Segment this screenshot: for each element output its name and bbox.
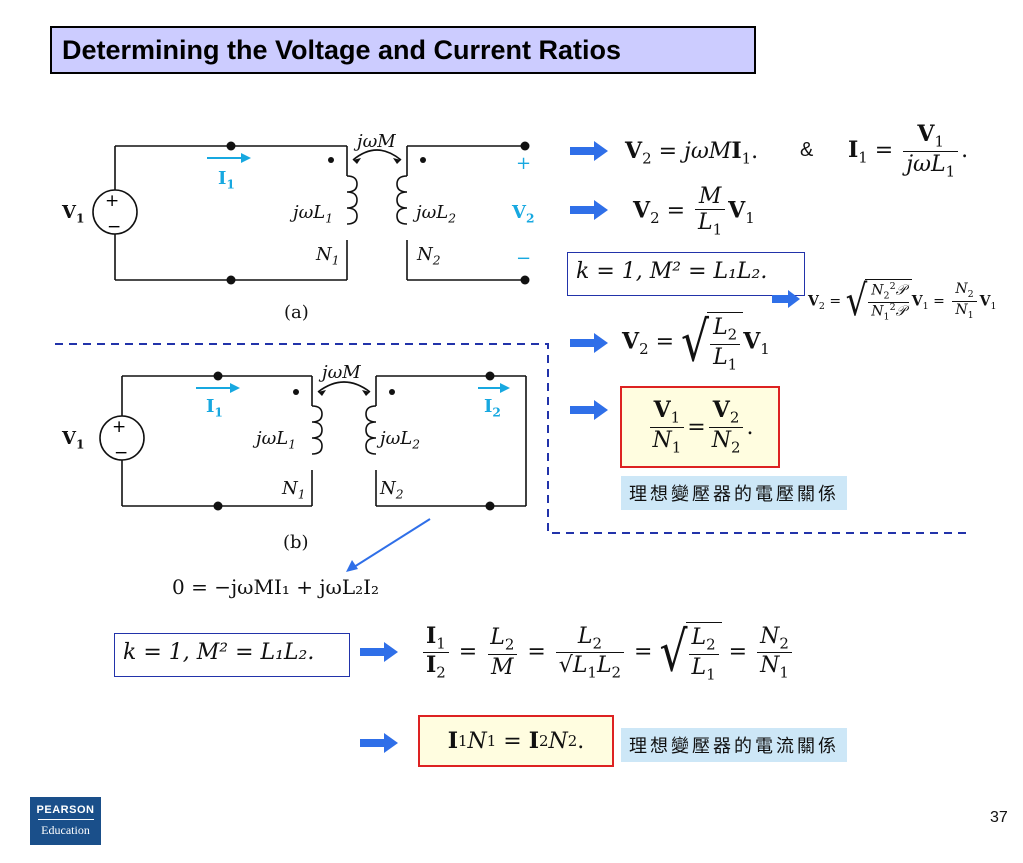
circuit-a-minus-sign: − [516, 248, 532, 269]
circuit-b-caption: (b) [283, 532, 309, 553]
coupling-condition-box: k = 1, M² = L₁L₂. [567, 252, 805, 296]
arrow-icon [360, 733, 398, 753]
pearson-logo: PEARSON Education [30, 797, 101, 845]
circuit-b-current1-label: I1 [206, 396, 223, 420]
slide-title: Determining the Voltage and Current Rati… [62, 34, 622, 65]
circuit-a-inductor2-label: jωL2 [416, 202, 457, 226]
circuit-b-mutual-label: jωM [322, 362, 361, 383]
kvl-equation-b: 0 = −jωMI₁ + jωL₂I₂ [172, 575, 380, 599]
coupling-condition-text: k = 1, M² = L₁L₂. [576, 259, 768, 284]
svg-text:−: − [114, 443, 128, 463]
logo-line2: Education [41, 823, 90, 837]
svg-text:+: + [112, 417, 126, 437]
circuit-a-diagram: + − [92, 141, 530, 285]
coupling-condition-box-2: k = 1, M² = L₁L₂. [114, 633, 350, 677]
circuit-b-inductor2-label: jωL2 [380, 428, 421, 452]
circuit-b-diagram: + − [99, 371, 527, 511]
circuit-a-source-label: V1 [62, 202, 85, 226]
circuit-a-output-voltage: V2 [512, 202, 535, 226]
circuit-a-plus-sign: + [516, 153, 532, 174]
circuit-b-inductor1-label: jωL1 [256, 428, 297, 452]
circuit-a-current-label: I1 [218, 168, 235, 192]
circuit-a-turns2-label: N2 [417, 244, 441, 268]
coupling-condition-text-2: k = 1, M² = L₁L₂. [123, 640, 315, 665]
slide-title-box: Determining the Voltage and Current Rati… [50, 26, 756, 74]
arrow-icon [772, 290, 800, 308]
voltage-relation-label: 理想變壓器的電壓關係 [621, 476, 847, 510]
arrow-icon [360, 642, 398, 662]
equation-v2-jwmi1: V2 = jωMI1. [625, 138, 759, 168]
logo-line1: PEARSON [36, 804, 95, 816]
arrow-icon [570, 400, 608, 420]
circuit-b-turns1-label: N1 [282, 478, 306, 502]
circuit-a-inductor1-label: jωL1 [293, 202, 334, 226]
circuit-b-source-label: V1 [62, 428, 85, 452]
ampersand-text: & [800, 139, 814, 161]
arrow-icon [570, 333, 608, 353]
page-number: 37 [990, 809, 1008, 826]
circuit-b-turns2-label: N2 [380, 478, 404, 502]
arrow-icon [570, 141, 608, 161]
circuit-a-caption: (a) [284, 302, 309, 323]
svg-text:+: + [105, 191, 119, 211]
circuit-b-current2-label: I2 [484, 396, 501, 420]
current-relation-label: 理想變壓器的電流關係 [621, 728, 847, 762]
circuit-a-mutual-label: jωM [357, 131, 396, 152]
pointer-arrow-icon [346, 518, 431, 572]
circuit-a-turns1-label: N1 [316, 244, 340, 268]
svg-text:−: − [107, 217, 121, 237]
arrow-icon [570, 200, 608, 220]
